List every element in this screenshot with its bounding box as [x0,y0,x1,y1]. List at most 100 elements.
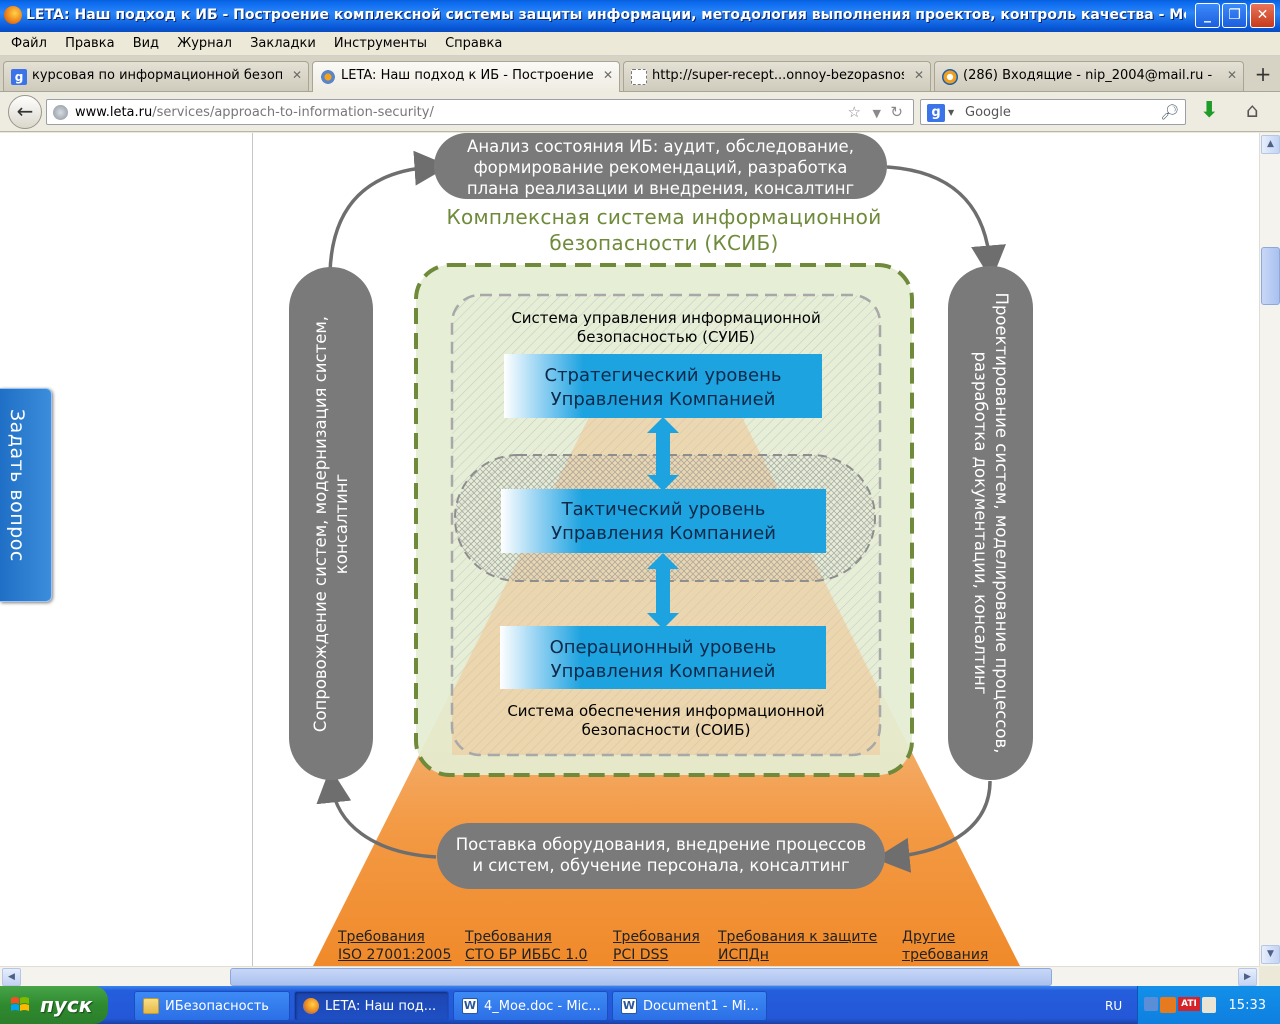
taskbar-button-label: LETA: Наш под... [325,999,437,1014]
menu-history[interactable]: Журнал [177,36,232,51]
req-sto-line-1: Требования [465,929,552,945]
taskbar-button-label: Document1 - Mi... [643,999,759,1014]
tab-google-search[interactable]: g курсовая по информационной безопа... ✕ [3,61,309,91]
word-icon: W [462,998,478,1014]
req-pci-dss-link[interactable]: Требования PCI DSS [613,928,700,964]
back-arrow-icon: ← [16,99,34,123]
leta-icon [320,69,336,85]
home-icon[interactable]: ⌂ [1246,98,1259,122]
req-ispdn-line-2: ИСПДн [718,947,769,963]
suib-title-line-1: Система управления информационной [511,309,821,327]
minimize-button[interactable]: _ [1195,3,1220,28]
maximize-button[interactable]: ❐ [1222,3,1247,28]
download-icon[interactable]: ⬇ [1200,98,1219,123]
tray-network-icon[interactable] [1144,997,1158,1011]
history-dropdown-icon[interactable]: ▼ [872,107,881,120]
clock[interactable]: 15:33 [1228,998,1266,1013]
tray-java-icon[interactable] [1160,997,1176,1013]
tab-label: http://super-recept...onnoy-bezopasnosti… [652,68,904,83]
search-engine-dropdown-icon[interactable]: ▼ [948,108,955,117]
delivery-box-text: Поставка оборудования, внедрение процесс… [437,834,885,876]
search-input[interactable]: Google [965,105,1011,120]
suib-border [450,293,882,757]
req-other-link[interactable]: Другие требования [902,928,988,964]
strategic-level-text: Стратегический уровень Управления Компан… [504,364,822,412]
navigation-bar: ← www.leta.ru/services/approach-to-infor… [0,92,1280,132]
taskbar-button-label: 4_Мое.doc - Mic... [484,999,601,1014]
req-ispdn-link[interactable]: Требования к защите ИСПДн [718,928,877,964]
req-sto-br-link[interactable]: Требования СТО БР ИББС 1.0 [465,928,587,964]
vertical-scroll-thumb[interactable] [1261,247,1280,305]
req-other-line-1: Другие [902,929,956,945]
google-icon[interactable]: g [927,104,945,122]
menu-edit[interactable]: Правка [65,36,115,51]
search-bar[interactable]: g ▼ Google 🔎︎ [920,99,1186,125]
close-tab-icon[interactable]: ✕ [913,68,924,82]
taskbar-folder-button[interactable]: ИБезопасность [134,991,290,1021]
vertical-scrollbar[interactable]: ▲ ▼ [1259,133,1280,966]
cycle-arrow-top-left [328,150,450,274]
req-other-line-2: требования [902,947,989,963]
tab-super-recept[interactable]: http://super-recept...onnoy-bezopasnosti… [623,61,931,91]
ask-question-label: Задать вопрос [6,409,28,562]
windows-logo-icon [11,997,29,1011]
design-box-label: Проектирование систем, моделирование про… [970,292,1011,754]
tray-ati-icon[interactable]: ATI [1178,997,1200,1011]
close-button[interactable]: ✕ [1250,3,1275,28]
menu-view[interactable]: Вид [132,36,160,51]
site-identity-icon[interactable] [53,105,68,120]
start-button[interactable]: пуск [0,986,108,1024]
close-tab-icon[interactable]: ✕ [602,68,613,82]
req-iso-link[interactable]: Требования ISO 27001:2005 [338,928,451,964]
support-box-label: Сопровождение систем, модернизация систе… [311,315,351,732]
ksib-diagram [289,133,1033,966]
page-content: Анализ состояния ИБ: аудит, обследование… [0,133,1259,966]
ksib-border [414,263,914,777]
tactical-level-line-2: Управления Компанией [551,523,776,544]
tactical-level-text: Тактический уровень Управления Компанией [501,498,826,546]
horizontal-scroll-thumb[interactable] [230,968,1052,986]
back-button[interactable]: ← [8,95,42,129]
taskbar-word-button-2[interactable]: W Document1 - Mi... [612,991,767,1021]
bookmark-star-icon[interactable]: ☆ [847,103,861,121]
start-label: пуск [40,993,93,1017]
level-arrow-1 [647,417,679,491]
tab-leta[interactable]: LETA: Наш подход к ИБ - Построение ... ✕ [312,61,620,92]
close-tab-icon[interactable]: ✕ [1226,68,1237,82]
close-tab-icon[interactable]: ✕ [291,68,302,82]
scroll-right-button[interactable]: ▶ [1238,968,1257,986]
new-tab-button[interactable]: + [1254,62,1272,86]
language-indicator[interactable]: RU [1105,999,1123,1013]
design-box [948,266,1033,780]
req-iso-line-1: Требования [338,929,425,945]
search-icon[interactable]: 🔎︎ [1159,103,1179,121]
google-icon: g [11,69,27,85]
scroll-left-button[interactable]: ◀ [2,968,21,986]
delivery-line-1: Поставка оборудования, внедрение процесс… [455,835,867,854]
address-bar[interactable]: www.leta.ru/services/approach-to-informa… [46,99,914,125]
tactical-level-bar [501,489,826,553]
horizontal-scrollbar[interactable]: ◀ ▶ [0,966,1259,986]
menu-file[interactable]: Файл [11,36,47,51]
ask-question-button[interactable]: Задать вопрос [0,388,52,602]
tactical-level-line-1: Тактический уровень [561,499,766,520]
taskbar-firefox-button[interactable]: LETA: Наш под... [294,991,449,1021]
operational-level-line-1: Операционный уровень [549,637,777,658]
tray-device-icon[interactable] [1202,997,1216,1013]
reload-icon[interactable]: ↻ [890,103,903,121]
menu-help[interactable]: Справка [445,36,503,51]
menu-bookmarks[interactable]: Закладки [250,36,316,51]
taskbar-word-button-1[interactable]: W 4_Мое.doc - Mic... [453,991,608,1021]
soib-title-line-2: безопасности (СОИБ) [581,721,751,739]
url-text[interactable]: www.leta.ru/services/approach-to-informa… [75,105,434,120]
tab-label: курсовая по информационной безопа... [32,68,282,83]
tab-mail[interactable]: (286) Входящие - nip_2004@mail.ru - ... … [934,61,1244,91]
menu-tools[interactable]: Инструменты [333,36,427,51]
suib-title-line-2: безопасностью (СУИБ) [577,328,755,346]
blank-page-icon [631,69,647,85]
scroll-up-button[interactable]: ▲ [1261,135,1280,154]
support-box-text: Сопровождение систем, модернизация систе… [289,267,373,780]
scroll-down-button[interactable]: ▼ [1261,945,1280,964]
level-arrow-2 [647,553,679,629]
req-iso-line-2: ISO 27001:2005 [338,947,452,963]
